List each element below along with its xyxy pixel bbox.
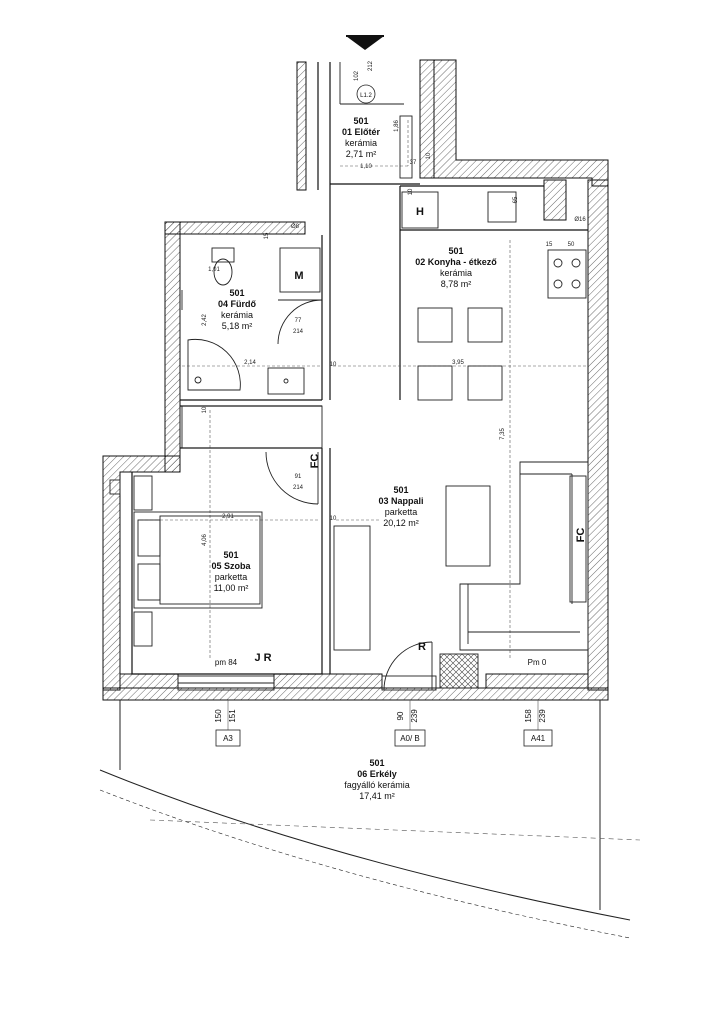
dim-label: 10: [408, 188, 414, 195]
dim-label: 3,95: [452, 360, 464, 366]
dim-label: 15: [264, 232, 270, 239]
dim-label: 10: [426, 152, 432, 159]
dim-label: 2,14: [244, 360, 256, 366]
fixtures: [109, 62, 589, 691]
room-number: 501: [369, 758, 384, 768]
window-dim1: 158: [524, 709, 533, 723]
room-name: 06 Erkély: [357, 769, 397, 779]
dim-label: 65: [513, 196, 519, 203]
marker-r: R: [418, 641, 426, 653]
window-tag-a0b: 90 239 A0/ B: [394, 700, 426, 747]
dim-label: 91: [295, 474, 302, 480]
window-dim1: 90: [396, 711, 405, 720]
dim-label: 2,91: [222, 514, 234, 520]
dim-label: 2,42: [202, 314, 208, 326]
marker-fc-left: FC: [309, 454, 321, 469]
room-name: 01 Előtér: [342, 127, 381, 137]
window-dim2: 151: [228, 709, 237, 723]
storage-block: [439, 653, 479, 689]
room-number: 501: [393, 485, 408, 495]
window-code: A41: [531, 734, 546, 743]
dimension-labels: 102 212 1,86 1,10 37 10 10 65 15 Ø8 15 5…: [202, 60, 586, 546]
dim-label: 15: [546, 242, 553, 248]
reference-lines: [140, 120, 588, 660]
window-code: A3: [223, 734, 233, 743]
dim-label: 37: [410, 160, 417, 166]
room-material: kerámia: [221, 310, 253, 320]
room-name: 05 Szoba: [211, 561, 251, 571]
dim-label: 77: [295, 318, 302, 324]
dim-label: 1,01: [208, 267, 220, 273]
dim-label: 10: [330, 362, 337, 368]
dim-label: 1,86: [394, 120, 400, 132]
window-code: A0/ B: [400, 734, 420, 743]
balcony-dash-line: [149, 819, 641, 841]
dim-label: 4,06: [202, 534, 208, 546]
room-label-furdo: 501 04 Fürdő kerámia 5,18 m²: [218, 288, 257, 331]
dim-label: 214: [293, 329, 304, 335]
room-number: 501: [229, 288, 244, 298]
room-label-szoba: 501 05 Szoba parketta 11,00 m²: [211, 550, 251, 593]
marker-h: H: [416, 206, 424, 218]
balcony-edge: [99, 700, 631, 939]
l12-circle: [356, 84, 376, 104]
room-material: kerámia: [440, 268, 472, 278]
l12-label: L1.2: [360, 93, 372, 99]
room-number: 501: [353, 116, 368, 126]
dim-label: 214: [293, 485, 304, 491]
room-name: 04 Fürdő: [218, 299, 257, 309]
dim-label: Ø8: [291, 224, 300, 230]
room-label-erkely: 501 06 Erkély fagyálló kerámia 17,41 m²: [344, 758, 410, 801]
window-dim2: 239: [410, 709, 419, 723]
dim-label: 212: [368, 60, 374, 71]
level-pm0: Pm 0: [528, 658, 547, 667]
window-dim2: 239: [538, 709, 547, 723]
room-material: parketta: [215, 572, 248, 582]
window-tag-a41: 158 239 A41: [523, 700, 553, 747]
dim-label: 50: [568, 242, 575, 248]
window-dim1: 150: [214, 709, 223, 723]
dim-label: Ø16: [574, 217, 586, 223]
dim-label: 7,35: [500, 428, 506, 440]
room-area: 5,18 m²: [222, 321, 253, 331]
dim-label: 1,10: [360, 164, 372, 170]
room-area: 11,00 m²: [214, 583, 249, 593]
level-pm84: pm 84: [215, 658, 238, 667]
room-label-konyha: 501 02 Konyha - étkező kerámia 8,78 m²: [415, 246, 497, 289]
room-material: parketta: [385, 507, 418, 517]
marker-jr: J R: [254, 652, 271, 664]
room-number: 501: [223, 550, 238, 560]
room-label-nappali: 501 03 Nappali parketta 20,12 m²: [378, 485, 423, 528]
room-name: 02 Konyha - étkező: [415, 257, 497, 267]
room-material: fagyálló kerámia: [344, 780, 410, 790]
room-material: kerámia: [345, 138, 377, 148]
marker-fc-right: FC: [575, 528, 587, 543]
marker-m: M: [294, 270, 303, 282]
entrance-arrow-icon: [346, 36, 384, 50]
room-area: 20,12 m²: [383, 518, 419, 528]
dim-label: 102: [354, 70, 360, 81]
dim-label: 10: [330, 516, 337, 522]
room-area: 17,41 m²: [359, 791, 395, 801]
window-tag-a3: 150 151 A3: [214, 700, 241, 747]
room-area: 8,78 m²: [441, 279, 472, 289]
room-area: 2,71 m²: [346, 149, 377, 159]
room-label-eloter: 501 01 Előtér kerámia 2,71 m²: [342, 116, 381, 159]
dim-label: 10: [202, 406, 208, 413]
room-name: 03 Nappali: [378, 496, 423, 506]
room-number: 501: [448, 246, 463, 256]
